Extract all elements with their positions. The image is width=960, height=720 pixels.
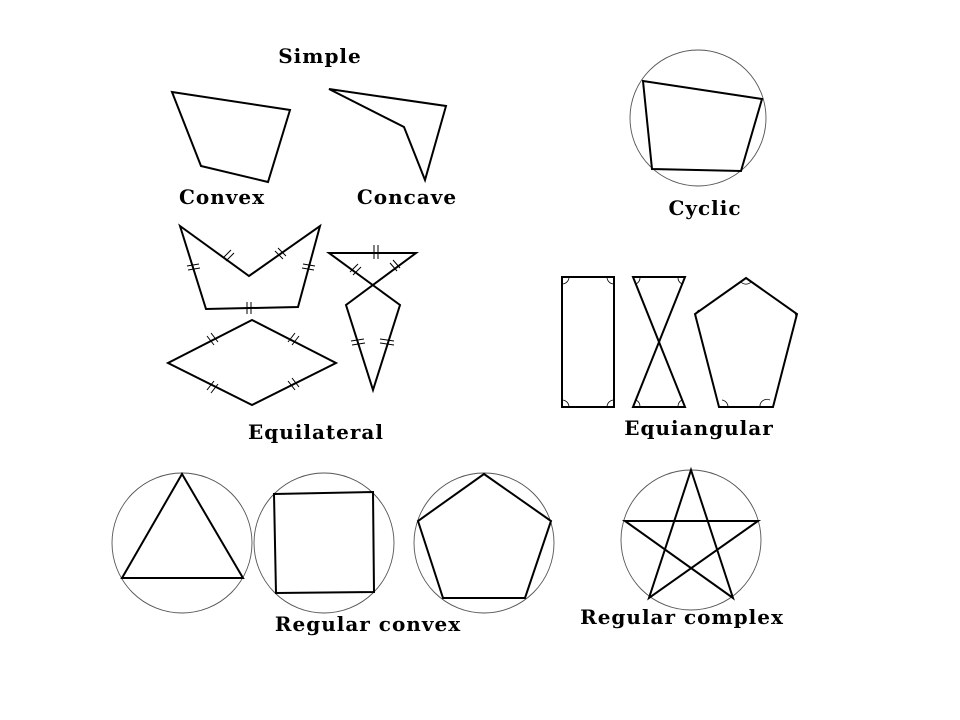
- label-equilateral: Equilateral: [248, 420, 384, 444]
- label-regular-complex: Regular complex: [580, 605, 784, 629]
- concave-quadrilateral: [328, 88, 448, 184]
- equilateral-crossed-polygon: [325, 252, 420, 394]
- equiangular-rectangle-angle-marks: [561, 276, 615, 408]
- label-cyclic: Cyclic: [668, 196, 741, 220]
- cyclic-circumcircle: [629, 49, 767, 187]
- regular-pentagram: [621, 466, 762, 601]
- regular-triangle: [120, 472, 245, 579]
- label-convex: Convex: [179, 185, 265, 209]
- regular-pentagon: [416, 472, 553, 599]
- equilateral-hexagon-ticks: [186, 247, 316, 314]
- equiangular-pentagon-angle-marks: [695, 281, 797, 408]
- pentagon-circumcircle: [413, 472, 555, 614]
- triangle-circumcircle: [111, 472, 253, 614]
- pentagram-circumcircle: [620, 469, 762, 611]
- equiangular-crossed-quadrilateral: [631, 276, 687, 408]
- equilateral-rhombus-ticks: [206, 332, 300, 394]
- equiangular-crossed-angle-marks: [635, 276, 683, 408]
- equiangular-pentagon: [693, 276, 799, 408]
- square-circumcircle: [253, 472, 395, 614]
- regular-square: [272, 490, 376, 595]
- label-simple: Simple: [278, 44, 362, 68]
- equilateral-crossed-ticks: [349, 245, 401, 346]
- label-concave: Concave: [357, 185, 457, 209]
- cyclic-quadrilateral: [641, 79, 764, 173]
- equiangular-rectangle: [561, 276, 615, 408]
- label-equiangular: Equiangular: [624, 416, 774, 440]
- equilateral-rhombus: [165, 318, 339, 407]
- convex-quadrilateral: [170, 90, 292, 184]
- label-regular-convex: Regular convex: [275, 612, 461, 636]
- equilateral-hexagon: [178, 223, 322, 311]
